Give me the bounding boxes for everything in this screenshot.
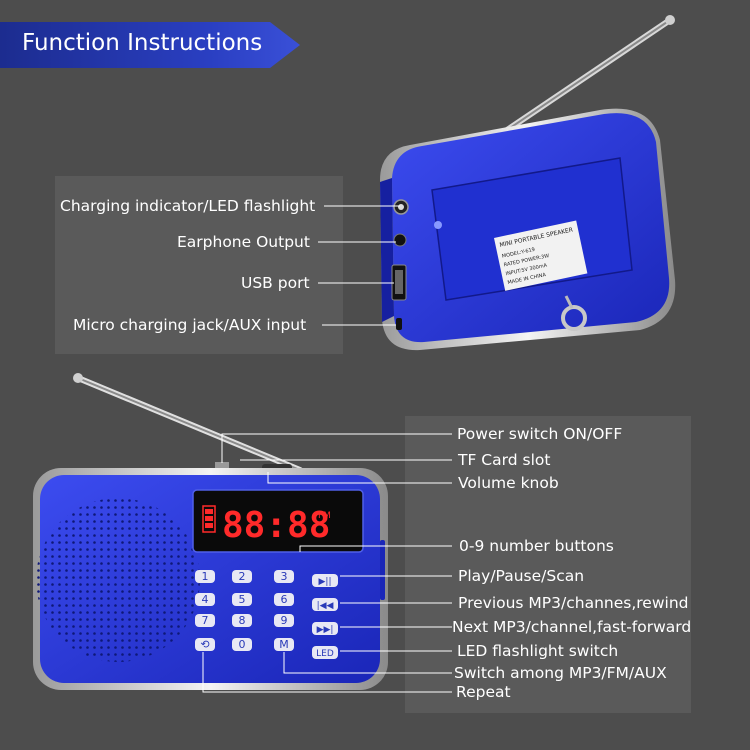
page-title: Function Instructions	[22, 30, 263, 56]
top-leader-lines	[318, 205, 400, 326]
callout-mode-switch: Switch among MP3/FM/AUX	[454, 664, 667, 682]
header-banner: Function Instructions	[0, 22, 300, 68]
svg-text:M: M	[279, 638, 289, 651]
svg-text:0: 0	[239, 638, 246, 651]
bottom-callout-panel	[405, 416, 691, 713]
svg-text:4: 4	[202, 593, 209, 606]
radio-back-view: MINI PORTABLE SPEAKER MODEL:Y-619 RATED …	[380, 15, 676, 351]
svg-text:9: 9	[281, 614, 288, 627]
svg-text:3: 3	[281, 570, 288, 583]
function-keys: ▶|| |◀◀ ▶▶| LED	[312, 574, 338, 659]
callout-next: Next MP3/channel,fast-forward	[452, 618, 692, 636]
svg-text:6: 6	[281, 593, 288, 606]
svg-text:1: 1	[202, 570, 209, 583]
svg-text:8: 8	[239, 614, 246, 627]
callout-usb-port: USB port	[241, 274, 310, 292]
callout-volume-knob: Volume knob	[458, 474, 559, 492]
svg-text:▶▶|: ▶▶|	[317, 625, 334, 635]
callout-led-switch: LED flashlight switch	[457, 642, 619, 660]
callout-earphone-output: Earphone Output	[177, 233, 310, 251]
svg-text:7: 7	[202, 614, 209, 627]
svg-text:▶||: ▶||	[319, 577, 332, 587]
callout-play-pause-scan: Play/Pause/Scan	[458, 567, 585, 585]
svg-text:2: 2	[239, 570, 246, 583]
bottom-leader-lines	[202, 433, 452, 693]
svg-text:|◀◀: |◀◀	[317, 601, 334, 611]
callout-number-buttons: 0-9 number buttons	[459, 537, 614, 555]
callout-power-switch: Power switch ON/OFF	[457, 425, 623, 443]
callout-tf-card-slot: TF Card slot	[458, 451, 551, 469]
top-callout-panel	[55, 176, 343, 354]
callout-micro-charging-jack: Micro charging jack/AUX input	[73, 316, 307, 334]
radio-front-view: 88:88 FM 1 2 3 4 5 6 7 8 9 0 ⟲ M ▶|| |◀◀…	[33, 373, 388, 690]
display-digits: 88:88	[222, 505, 330, 546]
callout-repeat: Repeat	[456, 683, 511, 701]
svg-text:⟲: ⟲	[200, 638, 209, 651]
svg-text:LED: LED	[316, 649, 334, 659]
callout-previous: Previous MP3/channes,rewind	[458, 594, 689, 612]
callout-charging-indicator: Charging indicator/LED flashlight	[60, 197, 316, 215]
display-fm: FM	[318, 511, 331, 521]
svg-text:5: 5	[239, 593, 246, 606]
number-keypad: 1 2 3 4 5 6 7 8 9 0 ⟲ M	[195, 570, 294, 651]
